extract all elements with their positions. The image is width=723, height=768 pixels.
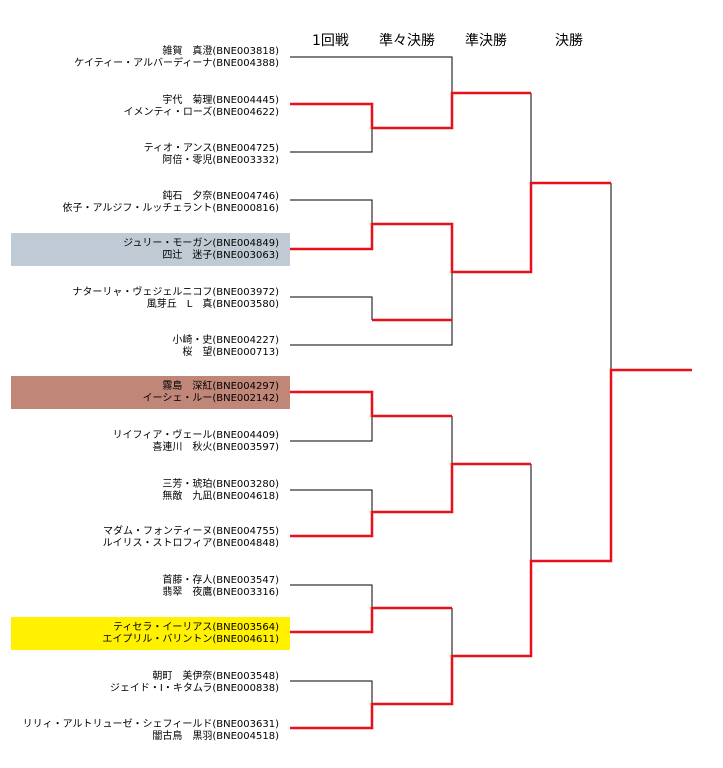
bracket-line — [290, 199, 373, 224]
team-entry: リイフィア・ヴェール(BNE004409)喜連川 秋火(BNE003597) — [11, 425, 290, 458]
player-name: ルイリス・ストロフィア(BNE004848) — [102, 537, 279, 549]
team-entry: 宇代 菊理(BNE004445)イメンティ・ローズ(BNE004622) — [11, 90, 290, 123]
player-name: ケイティー・アルバーディーナ(BNE004388) — [74, 57, 279, 69]
team-entry: 小崎・史(BNE004227)桜 望(BNE000713) — [11, 330, 290, 363]
winner-path — [290, 390, 452, 418]
player-name: ティオ・アンス(BNE004725) — [143, 143, 279, 154]
player-name: 雑賀 真澄(BNE003818) — [162, 46, 279, 57]
player-name: 首藤・存人(BNE003547) — [162, 575, 279, 586]
bracket-line — [290, 128, 373, 153]
player-name: 小崎・史(BNE004227) — [172, 335, 279, 346]
team-entry: 朝町 美伊奈(BNE003548)ジェイド・I・キタムラ(BNE000838) — [11, 666, 290, 699]
team-entry: ティオ・アンス(BNE004725)阿倍・零児(BNE003332) — [11, 138, 290, 171]
team-entry: ナターリャ・ヴェジェルニコフ(BNE003972)風芽丘 L 真(BNE0035… — [11, 282, 290, 315]
winner-path — [290, 181, 611, 274]
team-entry: マダム・フォンティーヌ(BNE004755)ルイリス・ストロフィア(BNE004… — [11, 521, 290, 554]
bracket-line — [290, 56, 453, 93]
team-entry: ジュリー・モーガン(BNE004849)四辻 迷子(BNE003063) — [11, 233, 290, 266]
team-entry: 首藤・存人(BNE003547)翡翠 夜鷹(BNE003316) — [11, 570, 290, 603]
round-label-r1: 1回戦 — [312, 33, 349, 49]
player-name: 鈍石 夕奈(BNE004746) — [162, 191, 279, 202]
player-name: ティセラ・イーリアス(BNE003564) — [112, 622, 279, 633]
team-entry: 三芳・琥珀(BNE003280)無敵 九凪(BNE004618) — [11, 474, 290, 507]
player-name: 風芽丘 L 真(BNE003580) — [146, 298, 279, 310]
player-name: 朝町 美伊奈(BNE003548) — [152, 671, 279, 682]
winner-path — [290, 368, 692, 730]
player-name: イーシェ・ルー(BNE002142) — [142, 392, 279, 404]
bracket-line — [290, 416, 373, 442]
team-entry: リリィ・アルトリューゼ・シェフィールド(BNE003631)闇古鳥 黒羽(BNE… — [11, 714, 290, 747]
team-entry: 鈍石 夕奈(BNE004746)依子・アルジフ・ルッチェラント(BNE00081… — [11, 186, 290, 219]
bracket-line — [290, 296, 373, 320]
player-name: 桜 望(BNE000713) — [182, 346, 279, 358]
player-name: 宇代 菊理(BNE004445) — [162, 95, 279, 106]
bracket-line — [290, 584, 373, 608]
player-name: 闇古鳥 黒羽(BNE004518) — [152, 730, 279, 742]
round-label-final: 決勝 — [555, 33, 583, 49]
player-name: イメンティ・ローズ(BNE004622) — [123, 106, 279, 118]
player-name: ナターリャ・ヴェジェルニコフ(BNE003972) — [72, 287, 279, 298]
team-entry: ティセラ・イーリアス(BNE003564)エイプリル・バリントン(BNE0046… — [11, 617, 290, 650]
player-name: リイフィア・ヴェール(BNE004409) — [112, 430, 279, 441]
player-name: 依子・アルジフ・ルッチェラント(BNE000816) — [62, 202, 279, 214]
team-entry: 霧島 深紅(BNE004297)イーシェ・ルー(BNE002142) — [11, 376, 290, 409]
player-name: 三芳・琥珀(BNE003280) — [162, 479, 279, 490]
player-name: マダム・フォンティーヌ(BNE004755) — [102, 526, 279, 537]
team-entry: 雑賀 真澄(BNE003818)ケイティー・アルバーディーナ(BNE004388… — [11, 41, 290, 74]
player-name: エイプリル・バリントン(BNE004611) — [102, 633, 279, 645]
player-name: 無敵 九凪(BNE004618) — [162, 490, 279, 502]
round-label-quarterfinal: 準々決勝 — [379, 33, 435, 49]
bracket-line — [290, 680, 373, 704]
player-name: リリィ・アルトリューゼ・シェフィールド(BNE003631) — [22, 719, 279, 730]
player-name: 四辻 迷子(BNE003063) — [162, 249, 279, 261]
player-name: ジェイド・I・キタムラ(BNE000838) — [109, 682, 279, 694]
player-name: 喜連川 秋火(BNE003597) — [152, 441, 279, 453]
round-label-semifinal: 準決勝 — [465, 33, 507, 49]
bracket-line — [290, 489, 373, 512]
winner-path — [290, 91, 531, 130]
player-name: 阿倍・零児(BNE003332) — [162, 154, 279, 166]
bracket-line — [290, 272, 453, 346]
player-name: 霧島 深紅(BNE004297) — [162, 381, 279, 392]
winner-path — [290, 606, 452, 634]
winner-path — [290, 462, 531, 538]
player-name: 翡翠 夜鷹(BNE003316) — [162, 586, 279, 598]
player-name: ジュリー・モーガン(BNE004849) — [123, 238, 279, 249]
